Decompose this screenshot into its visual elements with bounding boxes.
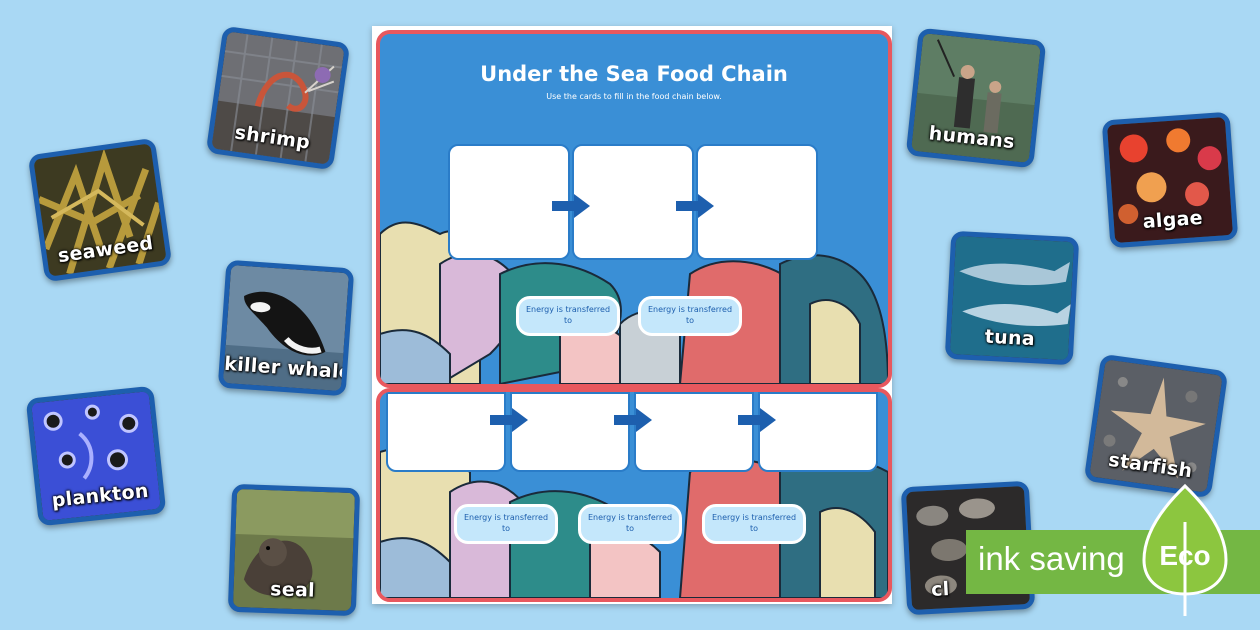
chain-slot-2[interactable] [572,144,694,260]
card-tuna[interactable]: tuna [944,230,1080,366]
card-algae[interactable]: algae [1101,111,1239,249]
arrow-right-icon [490,408,528,432]
shrimp-photo [211,31,345,165]
card-humans[interactable]: humans [905,27,1047,169]
worksheet-instructions: Use the cards to fill in the food chain … [546,92,722,101]
energy-label: Energy is transferred to [638,296,742,336]
worksheet-bottom-panel: Energy is transferred to Energy is trans… [376,388,892,602]
card-seaweed[interactable]: seaweed [27,137,173,283]
energy-label: Energy is transferred to [702,504,806,544]
chain-slot-6[interactable] [634,392,754,472]
card-starfish[interactable]: starfish [1083,353,1229,499]
seal-photo [232,488,356,612]
chain-slot-4[interactable] [386,392,506,472]
card-label-seal: seal [269,578,316,602]
arrow-right-icon [676,194,714,218]
worksheet-title: Under the Sea Food Chain [480,62,788,86]
card-seal[interactable]: seal [227,483,361,617]
energy-label: Energy is transferred to [516,296,620,336]
card-killer-whale[interactable]: killer whale [217,259,355,397]
ink-saving-text: ink saving [978,540,1125,577]
eco-label: Eco [1159,540,1211,571]
chain-slot-7[interactable] [758,392,878,472]
chain-slot-3[interactable] [696,144,818,260]
food-chain-worksheet: Under the Sea Food Chain Use the cards t… [372,26,892,604]
card-plankton[interactable]: plankton [25,385,167,527]
seaweed-photo [33,143,167,277]
algae-photo [1107,117,1233,243]
arrow-right-icon [738,408,776,432]
arrow-right-icon [552,194,590,218]
plankton-photo [31,391,161,521]
starfish-photo [1089,359,1223,493]
arrow-right-icon [614,408,652,432]
humans-photo [911,33,1041,163]
eco-leaf-icon [1142,483,1228,616]
chain-slot-5[interactable] [510,392,630,472]
worksheet-top-panel: Under the Sea Food Chain Use the cards t… [376,30,892,388]
tuna-photo [949,235,1075,361]
card-shrimp[interactable]: shrimp [205,25,351,171]
energy-label: Energy is transferred to [454,504,558,544]
energy-label: Energy is transferred to [578,504,682,544]
killer-whale-photo [223,265,349,391]
chain-slot-1[interactable] [448,144,570,260]
